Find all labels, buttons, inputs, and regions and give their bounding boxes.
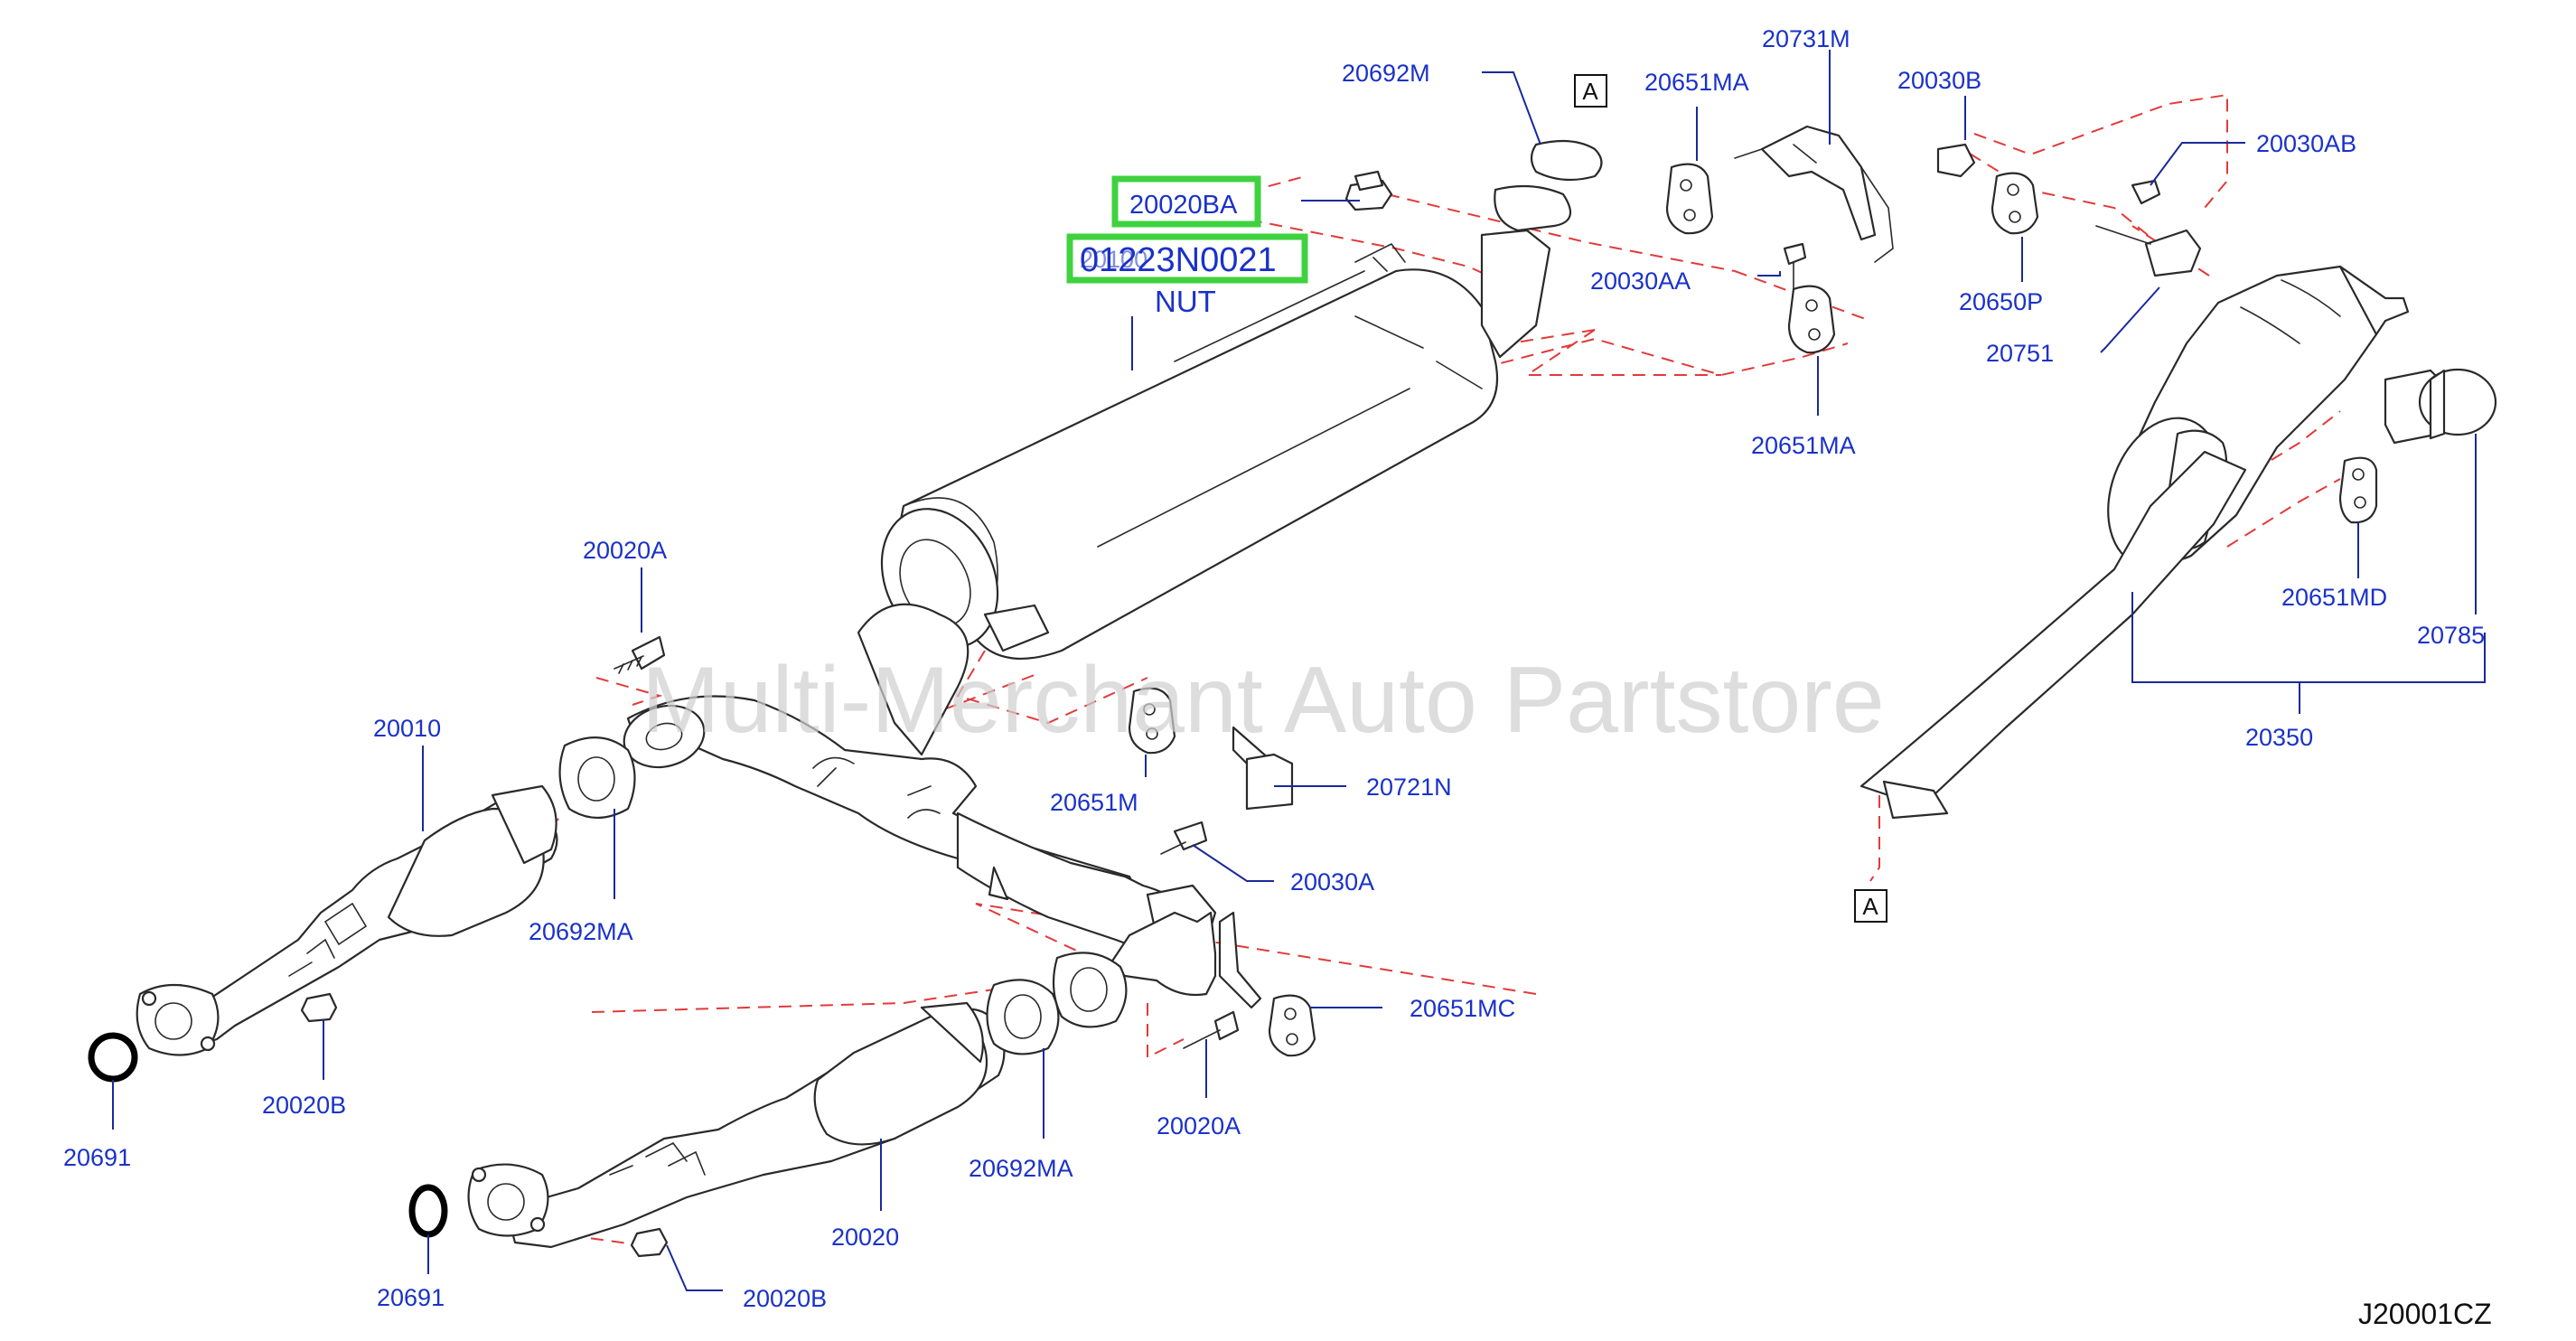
label-20651MA-bottom[interactable]: 20651MA	[1751, 432, 1856, 459]
label-20731M[interactable]: 20731M	[1762, 25, 1850, 52]
label-20030AB[interactable]: 20030AB	[2256, 130, 2356, 157]
label-20651M[interactable]: 20651M	[1050, 789, 1138, 816]
main-muffler-20100	[857, 184, 1572, 756]
label-20030B[interactable]: 20030B	[1897, 67, 1981, 94]
label-20692M[interactable]: 20692M	[1342, 60, 1430, 87]
gaskets	[558, 139, 1603, 1055]
label-20020B-upper[interactable]: 20020B	[262, 1092, 346, 1119]
svg-text:A: A	[1582, 78, 1598, 105]
label-20010[interactable]: 20010	[373, 715, 441, 742]
reference-marker-bottom: A	[1854, 889, 1888, 923]
catalytic-converter-20010	[136, 784, 558, 1056]
reference-marker-top: A	[1574, 74, 1607, 108]
label-20691-lower[interactable]: 20691	[377, 1284, 445, 1311]
rubber-hangers	[1128, 163, 2378, 1057]
label-20692MA-lower[interactable]: 20692MA	[969, 1155, 1073, 1182]
label-20651MC[interactable]: 20651MC	[1410, 995, 1515, 1022]
label-20030AA[interactable]: 20030AA	[1590, 267, 1691, 295]
svg-text:01223N0021: 01223N0021	[1080, 241, 1277, 279]
o-ring-upper	[88, 1032, 138, 1083]
label-20100: 20100	[1080, 246, 1147, 273]
svg-text:A: A	[1862, 893, 1878, 920]
label-20350[interactable]: 20350	[2245, 724, 2313, 751]
lower-connecting-pipe	[1110, 911, 1262, 1009]
label-20020B-lower[interactable]: 20020B	[743, 1285, 827, 1312]
rear-muffler-20350	[1859, 265, 2497, 820]
label-20020A-top[interactable]: 20020A	[583, 537, 667, 564]
label-20721N[interactable]: 20721N	[1366, 774, 1452, 801]
label-20020A-bottom[interactable]: 20020A	[1157, 1112, 1241, 1139]
label-20751[interactable]: 20751	[1986, 340, 2054, 367]
label-20651MA-top[interactable]: 20651MA	[1644, 69, 1749, 96]
highlight-part-name: NUT	[1155, 285, 1216, 318]
diagram-code: J20001CZ	[2358, 1298, 2492, 1330]
watermark: Multi-Merchant Auto Partstore	[642, 648, 1885, 753]
label-20651MD[interactable]: 20651MD	[2281, 584, 2387, 611]
label-20691-upper[interactable]: 20691	[63, 1144, 131, 1171]
part-labels: 20692M 20651MA 20731M 20030B 20030AB 200…	[63, 25, 2485, 1312]
highlight-part-box[interactable]: 20020BA	[1111, 175, 1261, 228]
nuts-and-bolts	[300, 143, 2161, 1258]
label-20030A[interactable]: 20030A	[1290, 868, 1374, 896]
label-20785[interactable]: 20785	[2417, 622, 2485, 649]
label-20650P[interactable]: 20650P	[1959, 288, 2043, 315]
highlight-part-number[interactable]: 20100 01223N0021	[1066, 233, 1308, 284]
label-20692MA-upper[interactable]: 20692MA	[529, 918, 633, 945]
o-ring-lower	[408, 1184, 448, 1238]
label-20020[interactable]: 20020	[831, 1224, 899, 1251]
catalytic-converter-20020	[467, 1001, 1006, 1249]
svg-text:20020BA: 20020BA	[1129, 191, 1238, 220]
leader-lines	[112, 50, 2486, 1291]
